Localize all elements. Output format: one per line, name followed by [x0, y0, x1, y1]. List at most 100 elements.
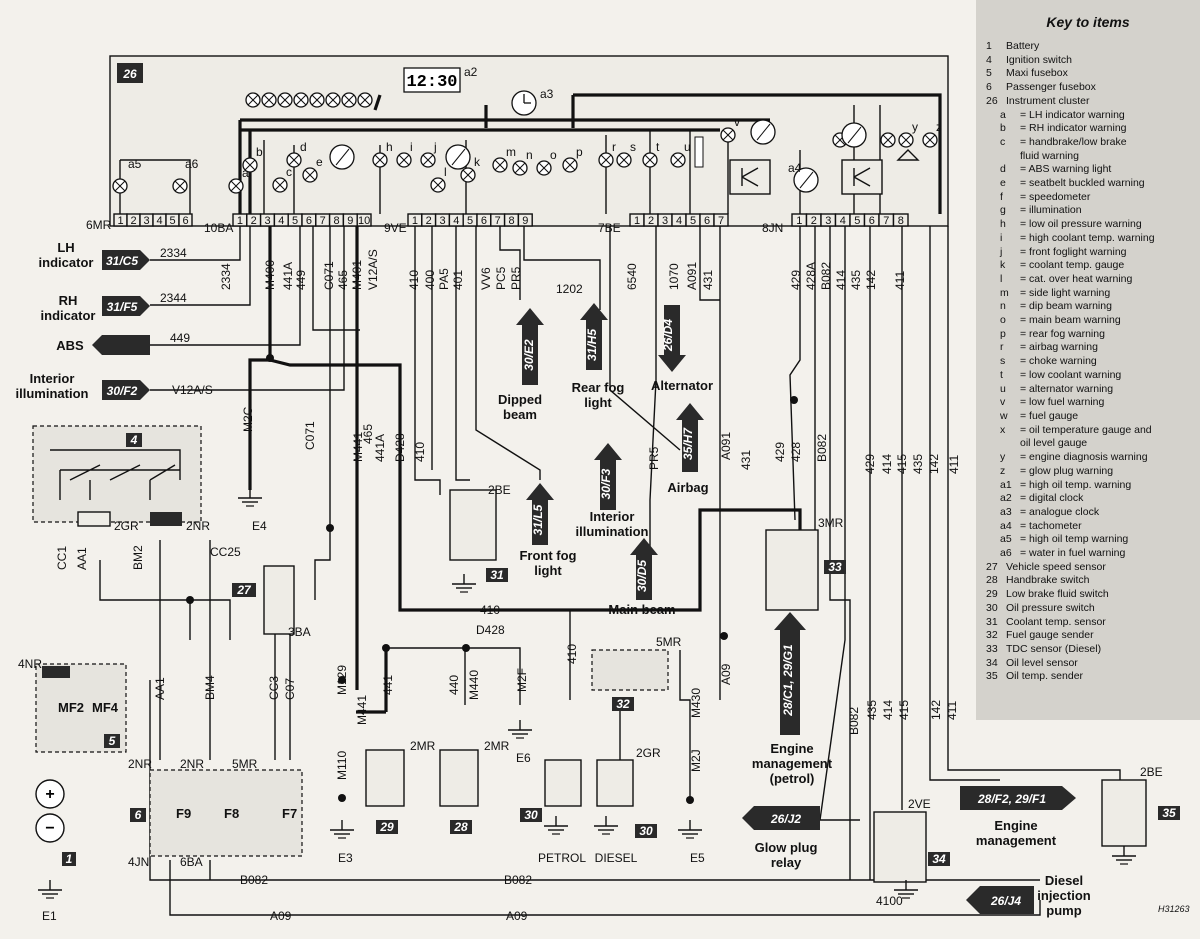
key-item-text: = glow plug warning — [1020, 464, 1114, 477]
key-item-text: = cat. over heat warning — [1020, 272, 1133, 285]
key-item-text: = high oil temp. warning — [1020, 478, 1132, 491]
fuse-f8: F8 — [224, 806, 239, 821]
pin-label: 2 — [251, 215, 257, 227]
label-a2: a2 — [464, 65, 478, 79]
oil-pressure-switch-diesel — [596, 759, 634, 807]
ground-symbol — [238, 488, 262, 507]
svg-text:34: 34 — [932, 852, 946, 866]
fuse-f7: F7 — [282, 806, 297, 821]
lamp-label-y: y — [912, 120, 918, 134]
pin-label: 1 — [412, 215, 418, 227]
vehicle-speed-sensor — [263, 565, 295, 635]
warning-lamp-c: c — [272, 165, 292, 193]
key-item-text: = RH indicator warning — [1020, 122, 1127, 135]
pin-label: 3 — [439, 215, 445, 227]
key-item-text: = low coolant warning — [1020, 368, 1122, 381]
key-item-number: f — [1000, 190, 1003, 203]
cluster-badge: 26 — [122, 67, 137, 81]
key-item-number: a1 — [1000, 478, 1012, 491]
key-item: d= ABS warning light — [986, 163, 1198, 177]
key-item: c= handbrake/low brake — [986, 136, 1198, 150]
pin-label: 3 — [825, 215, 831, 227]
wire-label-top: 1070 — [667, 263, 681, 290]
ref-30d5-arrow — [630, 538, 658, 600]
ref-35h7: 35/H7 — [681, 427, 695, 460]
warning-lamp-b: b — [242, 145, 263, 173]
pin-label: 9 — [347, 215, 353, 227]
ref-35h7-arrow — [676, 403, 704, 472]
ignition-switch — [32, 425, 202, 523]
ground-symbol — [452, 574, 476, 593]
key-item: a1 = high oil temp. warning — [986, 479, 1198, 493]
warning-lamp-k: k — [460, 155, 481, 183]
ref-26j2: 26/J2 — [770, 812, 801, 826]
warning-lamp-p: p — [562, 145, 583, 173]
pin-label: 9 — [522, 215, 528, 227]
ref-31f5: 31/F5 — [107, 300, 138, 314]
lamp-label-o: o — [550, 148, 557, 162]
clock-digits: 12:30 — [406, 73, 457, 92]
illumination-lamp — [309, 92, 325, 108]
coolant-temp-gauge — [445, 144, 471, 170]
key-item-number: 32 — [986, 629, 998, 642]
wire-431-b: 431 — [739, 450, 753, 470]
wire-label-top: 2334 — [219, 263, 233, 290]
lamp-label-j: j — [433, 140, 437, 154]
key-item-number: 33 — [986, 642, 998, 655]
wire-aa1-b: AA1 — [153, 677, 167, 700]
wire-label-top: B082 — [819, 262, 833, 290]
wire-label-top: 400 — [423, 270, 437, 290]
wire-4100: 4100 — [876, 894, 903, 908]
key-item-number: m — [1000, 286, 1009, 299]
lamp-label-l: l — [444, 165, 447, 179]
wire-label-top: 142 — [864, 270, 878, 290]
wire-label-top: 401 — [451, 270, 465, 290]
lamp-label-n: n — [526, 148, 533, 162]
lamp-label-a: a — [242, 166, 249, 180]
svg-text:32: 32 — [616, 697, 630, 711]
wire-d428: D428 — [393, 433, 407, 462]
pin-label: 6 — [704, 215, 710, 227]
ref-26j4: 26/J4 — [990, 894, 1021, 908]
key-item: r= airbag warning — [986, 341, 1198, 355]
key-item-number: g — [1000, 204, 1006, 217]
pin-label: 7 — [883, 215, 889, 227]
warning-lamp-e: e — [302, 155, 323, 183]
key-item: m= side light warning — [986, 287, 1198, 301]
warning-lamp-a: a — [228, 166, 249, 194]
key-item-number: 30 — [986, 601, 998, 614]
svg-text:35: 35 — [1162, 806, 1176, 820]
key-item: f= speedometer — [986, 191, 1198, 205]
conn-3mr: 3MR — [818, 516, 844, 530]
label-a5: a5 — [128, 157, 142, 171]
warning-lamp-a6 — [172, 178, 188, 194]
abs-arrow — [92, 335, 150, 355]
junction-dot — [266, 354, 274, 362]
key-item-number: c — [1000, 135, 1006, 148]
key-item-number: i — [1000, 231, 1003, 244]
lamp-label-h: h — [386, 140, 393, 154]
wire-411-b: 411 — [947, 455, 961, 474]
key-title: Key to items — [1046, 14, 1130, 30]
lamp-label-e: e — [316, 155, 323, 169]
warning-lamp-z: z — [922, 120, 942, 148]
pin-label: 2 — [648, 215, 654, 227]
key-item: u= alternator warning — [986, 383, 1198, 397]
junction-dot — [790, 396, 798, 404]
conn-2nr: 2NR — [186, 519, 210, 533]
key-item-text: = fuel gauge — [1020, 409, 1079, 422]
pin-label: 5 — [169, 215, 175, 227]
wire-bm2: BM2 — [131, 545, 145, 570]
pin-label: 4 — [156, 215, 162, 227]
warning-lamp-i: i — [396, 140, 413, 168]
coolant-temp-sensor — [449, 489, 497, 561]
key-item-text: = low fuel warning — [1020, 396, 1105, 409]
ground-symbol — [544, 816, 568, 835]
illumination-lamp — [325, 92, 341, 108]
wire-label-top: PA5 — [437, 268, 451, 290]
